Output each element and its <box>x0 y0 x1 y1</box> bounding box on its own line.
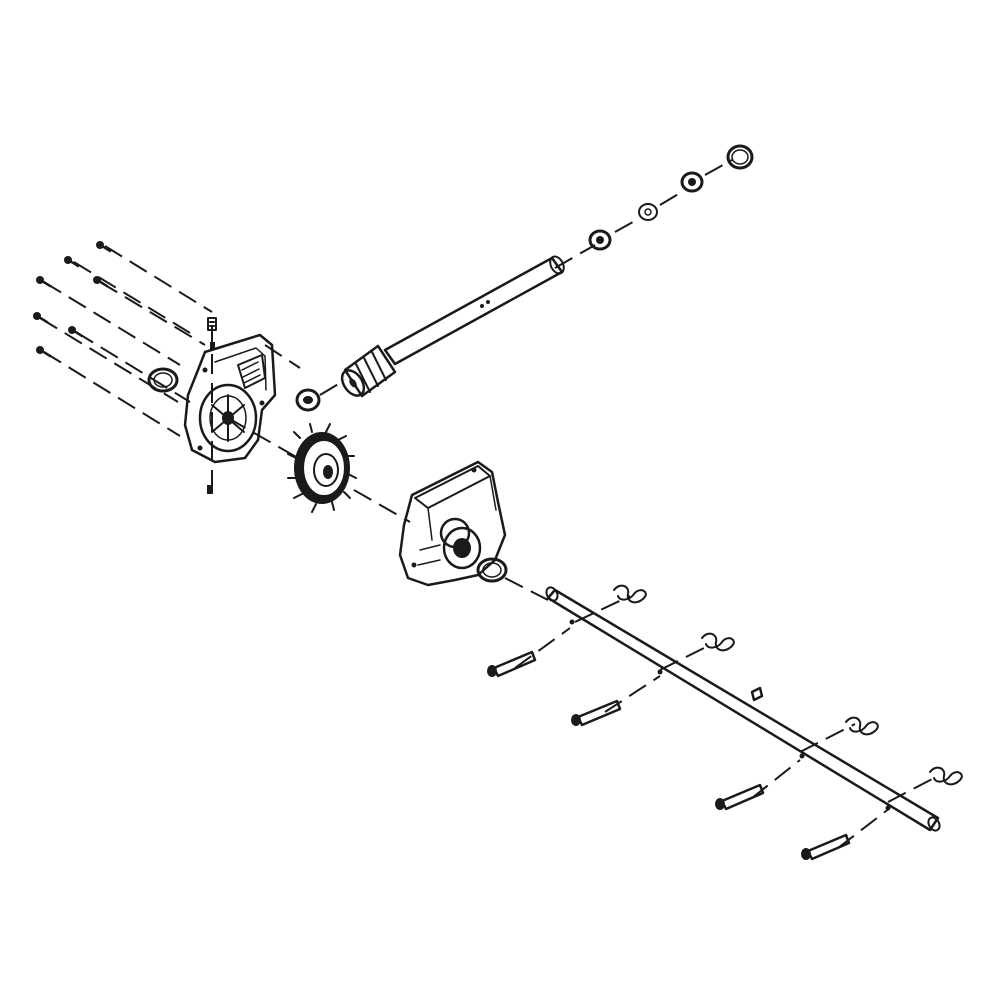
bolt-icon <box>33 312 49 324</box>
assembly-guide-lines <box>39 159 939 849</box>
bolt-icon <box>210 342 215 350</box>
bearing-icon <box>680 171 704 193</box>
woodruff-key <box>750 686 764 702</box>
gear-case-half-left <box>183 333 277 464</box>
pin-icon <box>715 783 765 811</box>
retaining-ring <box>726 144 754 170</box>
gear-case-half-right <box>398 460 507 587</box>
bolt-icon <box>36 346 52 358</box>
cotter-pin-icon <box>845 716 879 736</box>
bow-tie-cotter-pins <box>613 584 963 786</box>
shaft-bearings <box>588 171 704 251</box>
cotter-pin-icon <box>613 584 647 604</box>
pin-icon <box>801 833 851 861</box>
flat-washer <box>638 203 658 221</box>
bolt-icon <box>64 256 80 268</box>
pin-icon <box>571 699 622 727</box>
spur-gear <box>287 423 357 513</box>
auger-axle <box>545 586 941 832</box>
pin-icon <box>487 650 537 678</box>
fitting-icon <box>207 317 217 331</box>
thrust-washer-right <box>476 557 508 583</box>
bolt-icon <box>36 276 52 288</box>
bolt-icon <box>93 276 109 288</box>
cotter-pin-icon <box>929 766 963 786</box>
gear-case-bolts <box>33 241 215 494</box>
bearing-icon <box>588 229 612 251</box>
worm-gear-shaft <box>340 255 565 398</box>
bolt-icon <box>68 326 84 338</box>
shear-pins <box>487 650 851 861</box>
bearing-icon <box>295 388 321 412</box>
bolt-icon <box>207 485 213 494</box>
bolt-icon <box>96 241 112 253</box>
cotter-pin-icon <box>701 632 735 652</box>
thrust-washer-left <box>147 367 179 393</box>
